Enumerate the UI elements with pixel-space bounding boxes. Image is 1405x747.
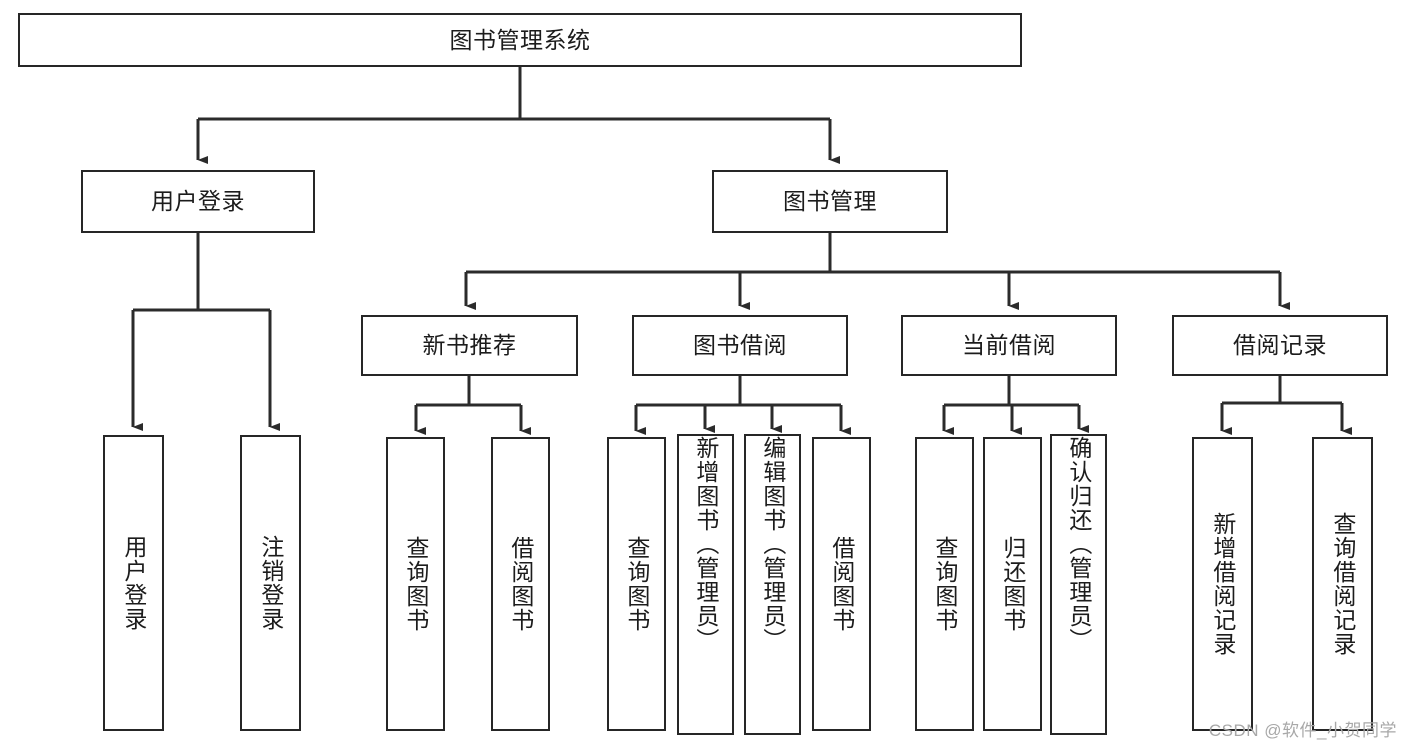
leaf-add-record[interactable]: 新增借阅记录 — [1192, 437, 1253, 731]
leaf-query-record-label: 查询借阅记录 — [1329, 512, 1356, 656]
leaf-query-book-1-label: 查询图书 — [402, 536, 429, 632]
leaf-borrow-book-1-label: 借阅图书 — [507, 536, 534, 632]
leaf-query-record[interactable]: 查询借阅记录 — [1312, 437, 1373, 731]
leaf-borrow-book-2-label: 借阅图书 — [828, 536, 855, 632]
node-user-login-label: 用户登录 — [151, 188, 245, 215]
node-root[interactable]: 图书管理系统 — [18, 13, 1022, 67]
node-book-management-label: 图书管理 — [783, 188, 877, 215]
node-current-borrow-label: 当前借阅 — [962, 332, 1056, 359]
node-user-login[interactable]: 用户登录 — [81, 170, 315, 233]
node-new-book-recommend-label: 新书推荐 — [422, 332, 517, 359]
node-borrow-record-label: 借阅记录 — [1233, 332, 1327, 359]
csdn-watermark: CSDN @软件_小贺同学 — [1208, 721, 1397, 740]
leaf-query-book-3[interactable]: 查询图书 — [915, 437, 974, 731]
leaf-borrow-book-2[interactable]: 借阅图书 — [812, 437, 871, 731]
leaf-add-record-label: 新增借阅记录 — [1209, 512, 1236, 656]
leaf-logout-login-label: 注销登录 — [257, 535, 284, 631]
node-current-borrow[interactable]: 当前借阅 — [901, 315, 1117, 376]
node-book-borrow-label: 图书借阅 — [693, 332, 787, 359]
leaf-query-book-2[interactable]: 查询图书 — [607, 437, 666, 731]
leaf-logout-login[interactable]: 注销登录 — [240, 435, 301, 731]
leaf-borrow-book-1[interactable]: 借阅图书 — [491, 437, 550, 731]
node-book-management[interactable]: 图书管理 — [712, 170, 948, 233]
leaf-return-book-label: 归还图书 — [999, 536, 1026, 632]
node-new-book-recommend[interactable]: 新书推荐 — [361, 315, 578, 376]
leaf-edit-book-label: 编辑图书（管理员） — [759, 436, 786, 652]
leaf-edit-book[interactable]: 编辑图书（管理员） — [744, 434, 801, 735]
leaf-query-book-2-label: 查询图书 — [623, 536, 650, 632]
leaf-return-book[interactable]: 归还图书 — [983, 437, 1042, 731]
node-book-borrow[interactable]: 图书借阅 — [632, 315, 848, 376]
node-root-label: 图书管理系统 — [449, 26, 591, 53]
leaf-confirm-return-label: 确认归还（管理员） — [1065, 436, 1092, 652]
node-borrow-record[interactable]: 借阅记录 — [1172, 315, 1388, 376]
leaf-add-book-label: 新增图书（管理员） — [692, 436, 719, 652]
leaf-query-book-1[interactable]: 查询图书 — [386, 437, 445, 731]
leaf-confirm-return[interactable]: 确认归还（管理员） — [1050, 434, 1107, 735]
leaf-query-book-3-label: 查询图书 — [931, 536, 958, 632]
leaf-add-book[interactable]: 新增图书（管理员） — [677, 434, 734, 735]
leaf-user-login-label: 用户登录 — [120, 535, 147, 631]
leaf-user-login[interactable]: 用户登录 — [103, 435, 164, 731]
